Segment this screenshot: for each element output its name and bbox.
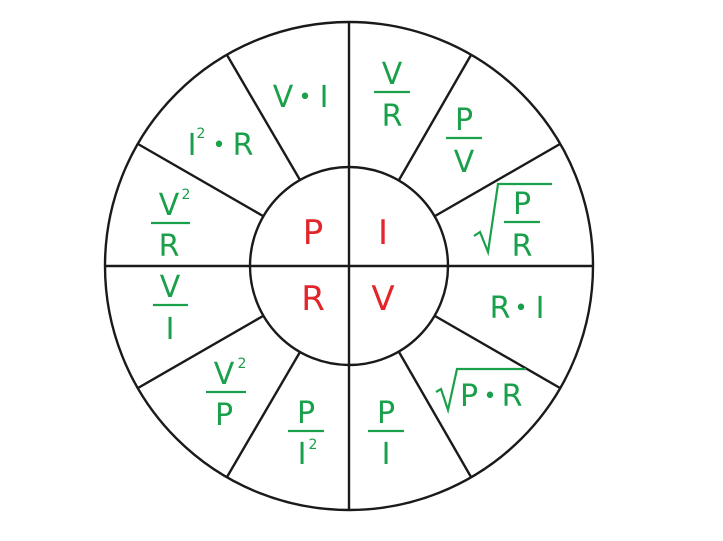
sector-divider-60 — [397, 54, 473, 181]
formula-symbol: P — [460, 379, 478, 414]
formula-v-squared-over-r: V 2 R — [151, 187, 190, 264]
formula-i-squared-times-r: I 2 • R — [188, 126, 254, 163]
center-current-letter: I — [378, 213, 388, 253]
formula-v-over-r: V R — [374, 57, 410, 134]
sector-divider-330 — [434, 314, 561, 390]
formula-symbol: R — [159, 229, 180, 264]
sector-divider-150 — [137, 142, 264, 218]
formula-r-times-i: R • I — [490, 291, 545, 326]
formula-symbol: 2 — [238, 356, 247, 372]
formula-sqrt-p-over-r: P R — [473, 182, 552, 264]
formula-symbol: V — [382, 57, 403, 92]
formula-symbol: R — [490, 291, 511, 326]
formula-v-squared-over-p: V 2 P — [206, 356, 246, 433]
formula-symbol: P — [215, 398, 233, 433]
formula-p-over-i-squared: P I 2 — [288, 396, 324, 472]
formula-symbol: I — [320, 80, 329, 115]
formula-symbol: P — [377, 396, 395, 431]
formula-symbol: I — [298, 437, 307, 472]
formula-sqrt-p-times-r: P • R — [435, 367, 526, 415]
formula-p-over-v: P V — [446, 103, 482, 180]
center-voltage-letter: V — [371, 279, 394, 319]
formula-symbol: I — [536, 291, 545, 326]
formula-symbol: V — [273, 80, 294, 115]
formula-symbol: R — [502, 379, 523, 414]
formula-symbol: 2 — [309, 437, 318, 453]
formula-symbol: V — [160, 270, 181, 305]
center-power-letter: P — [303, 213, 324, 253]
formula-symbol: • — [515, 296, 528, 321]
formula-symbol: R — [233, 128, 254, 163]
sector-divider-210 — [137, 314, 264, 390]
formula-p-over-i: P I — [368, 396, 404, 472]
formula-symbol: • — [213, 133, 226, 158]
formula-symbol: P — [513, 187, 531, 222]
sector-divider-120 — [225, 54, 302, 181]
formula-symbol: • — [299, 85, 312, 110]
formula-symbol: 2 — [197, 126, 206, 142]
formula-symbol: V — [214, 357, 235, 392]
formula-v-times-i: V • I — [273, 80, 329, 115]
formula-v-over-i: V I — [153, 270, 188, 347]
formula-symbol: R — [382, 99, 403, 134]
formula-symbol: R — [512, 229, 533, 264]
sector-divider-240 — [225, 351, 302, 478]
radical-sign — [435, 367, 526, 415]
formula-symbol: V — [159, 188, 180, 223]
sector-divider-30 — [434, 142, 561, 218]
radical-sign — [473, 182, 552, 257]
formula-symbol: • — [484, 384, 497, 409]
formula-symbol: P — [297, 396, 315, 431]
formula-symbol: I — [166, 312, 175, 347]
formula-symbol: V — [454, 145, 475, 180]
formula-symbol: P — [455, 103, 473, 138]
formula-symbol: 2 — [182, 187, 191, 203]
sector-divider-300 — [397, 351, 473, 478]
formula-symbol: I — [382, 437, 391, 472]
formula-symbol: I — [188, 128, 197, 163]
center-resistance-letter: R — [301, 279, 325, 319]
